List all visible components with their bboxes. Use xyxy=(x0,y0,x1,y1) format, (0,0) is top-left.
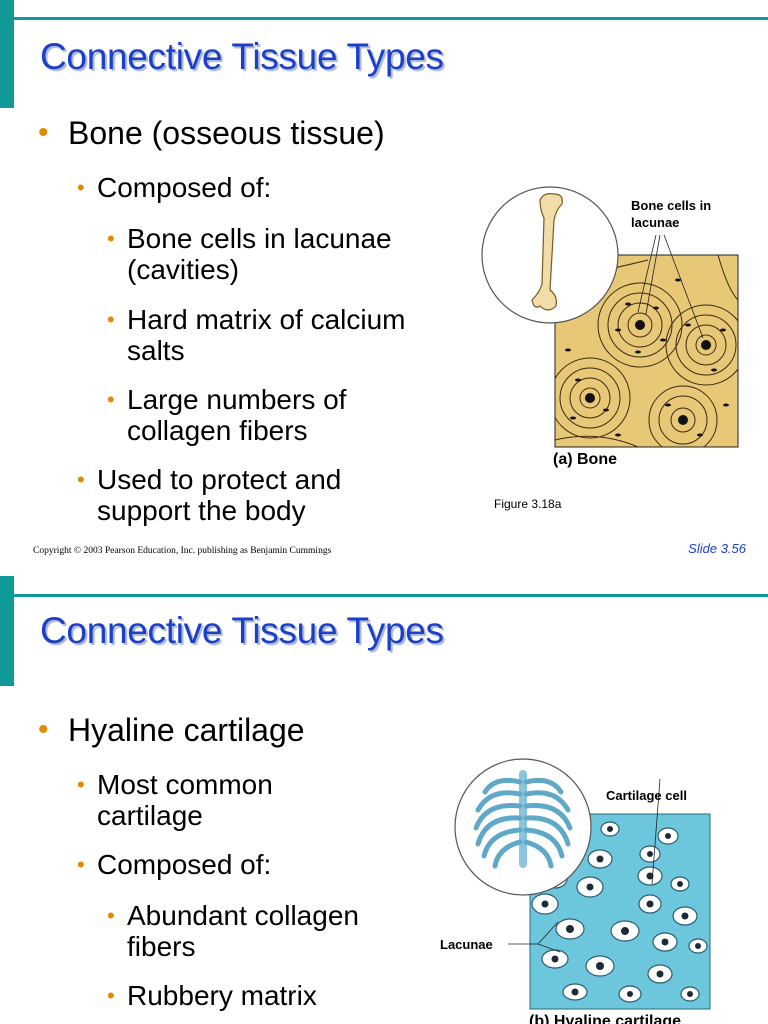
bullet-icon: • xyxy=(38,713,49,746)
bullet-protect: • Used to protect and support the body xyxy=(77,464,342,526)
bullet-icon: • xyxy=(107,307,115,332)
copyright: Copyright © 2003 Pearson Education, Inc.… xyxy=(33,546,332,556)
bullet-rubbery-matrix: • Rubbery matrix xyxy=(107,980,317,1011)
bullet-bone: • Bone (osseous tissue) xyxy=(38,115,385,151)
bullet-icon: • xyxy=(77,175,85,200)
bone-figure xyxy=(481,186,739,448)
callout-lacunae: Lacunae xyxy=(440,937,493,952)
bullet-icon: • xyxy=(107,983,115,1008)
figure-caption: Figure 3.18a xyxy=(494,497,562,511)
bullet-icon: • xyxy=(77,852,85,877)
accent-bar xyxy=(0,576,14,686)
bullet-icon: • xyxy=(107,226,115,251)
slide-bone: Connective Tissue Types • Bone (osseous … xyxy=(0,0,768,556)
slide-number: Slide 3.56 xyxy=(688,541,746,556)
slide-title: Connective Tissue Types xyxy=(40,36,444,77)
cartilage-figure xyxy=(454,758,711,1010)
callout-cartilage-cell: Cartilage cell xyxy=(606,788,687,803)
top-rule xyxy=(14,594,768,597)
callout-bone-cells: Bone cells in lacunae xyxy=(631,198,712,230)
figure-label: (a) Bone xyxy=(553,451,617,468)
lacunae-dots xyxy=(565,278,729,437)
ribcage-icon xyxy=(473,770,573,869)
femur-icon xyxy=(531,193,563,311)
bullet-bone-cells: • Bone cells in lacunae (cavities) xyxy=(107,223,392,285)
callout-lines xyxy=(508,778,661,953)
bullet-abundant-collagen: • Abundant collagen fibers xyxy=(107,900,359,962)
bullet-icon: • xyxy=(107,387,115,412)
bullet-most-common: • Most common cartilage xyxy=(77,769,273,831)
slide-cartilage: Connective Tissue Types • Hyaline cartil… xyxy=(0,576,768,1024)
bullet-icon: • xyxy=(38,116,49,149)
bullet-icon: • xyxy=(77,772,85,797)
bullet-collagen: • Large numbers of collagen fibers xyxy=(107,384,347,446)
bullet-icon: • xyxy=(107,903,115,928)
top-rule xyxy=(14,17,768,20)
bullet-composed-of: • Composed of: xyxy=(77,172,272,203)
accent-bar xyxy=(0,0,14,108)
callout-lines xyxy=(637,234,704,339)
slide-title: Connective Tissue Types xyxy=(40,610,444,651)
bullet-composed-of: • Composed of: xyxy=(77,849,272,880)
bullet-hyaline: • Hyaline cartilage xyxy=(38,712,305,748)
bullet-icon: • xyxy=(77,467,85,492)
figure-label: (b) Hyaline cartilage xyxy=(529,1013,682,1024)
bullet-hard-matrix: • Hard matrix of calcium salts xyxy=(107,304,406,366)
